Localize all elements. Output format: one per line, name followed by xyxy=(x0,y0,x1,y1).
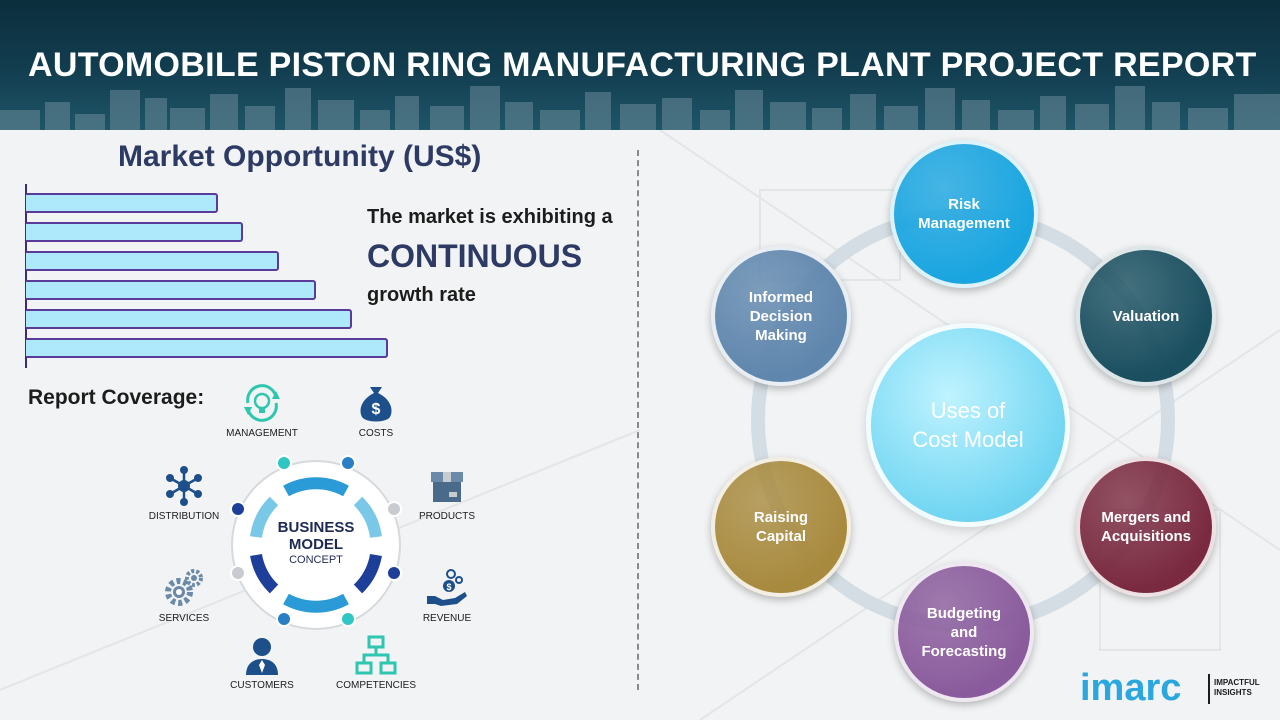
coverage-item-competencies: COMPETENCIES xyxy=(316,633,436,691)
coverage-item-services: SERVICES xyxy=(124,566,244,624)
person-icon xyxy=(246,638,278,675)
network-hub-icon xyxy=(166,466,202,506)
report-coverage-title: Report Coverage: xyxy=(28,386,205,409)
logo-wordmark: imarc xyxy=(1080,667,1182,709)
node-valuation: Valuation xyxy=(1076,246,1216,386)
market-opportunity-title: Market Opportunity (US$) xyxy=(118,140,482,173)
coverage-label: REVENUE xyxy=(422,613,472,624)
growth-text-highlight: CONTINUOUS xyxy=(367,238,583,274)
gears-icon xyxy=(165,569,203,606)
panel-divider xyxy=(637,150,639,690)
business-model-ring: BUSINESS MODEL CONCEPT xyxy=(226,455,406,635)
node-line: Raising xyxy=(753,509,809,526)
header-banner: AUTOMOBILE PISTON RING MANUFACTURING PLA… xyxy=(0,0,1280,130)
market-bar xyxy=(26,309,352,329)
logo-tagline-line-1: IMPACTFUL xyxy=(1214,678,1260,687)
coverage-item-management: MANAGEMENT xyxy=(202,381,322,439)
node-line: Budgeting xyxy=(926,604,1002,622)
market-bar xyxy=(26,338,388,358)
coverage-label: CUSTOMERS xyxy=(230,680,294,691)
org-chart-icon xyxy=(355,635,397,675)
lightbulb-cycle-icon xyxy=(244,384,280,422)
growth-text-line-3: growth rate xyxy=(367,284,476,306)
business-model-line-1: BUSINESS xyxy=(277,519,355,536)
business-model-label: BUSINESS MODEL CONCEPT xyxy=(226,519,406,567)
node-line: Making xyxy=(755,326,807,344)
growth-text-line-1: The market is exhibiting a xyxy=(367,206,613,228)
coverage-item-revenue: $ REVENUE xyxy=(387,566,507,624)
logo-tagline: IMPACTFUL INSIGHTS xyxy=(1214,678,1260,698)
coverage-item-costs: $ COSTS xyxy=(316,381,436,439)
coverage-label: COMPETENCIES xyxy=(335,680,416,691)
market-bar xyxy=(26,193,218,213)
city-skyline-graphic xyxy=(0,86,1280,130)
node-line: Decision xyxy=(749,307,813,325)
coverage-item-distribution: DISTRIBUTION xyxy=(124,464,244,522)
business-model-line-3: CONCEPT xyxy=(289,554,343,566)
node-line: Acquisitions xyxy=(1100,528,1191,545)
node-line: and xyxy=(950,623,978,641)
market-bar xyxy=(26,280,316,300)
coverage-label: PRODUCTS xyxy=(418,511,476,522)
svg-text:$: $ xyxy=(446,582,451,592)
coverage-label: DISTRIBUTION xyxy=(148,511,220,522)
logo-tagline-line-2: INSIGHTS xyxy=(1214,688,1252,697)
business-model-line-2: MODEL xyxy=(288,536,344,553)
market-bar xyxy=(26,251,279,271)
box-icon xyxy=(431,472,463,502)
coverage-item-products: PRODUCTS xyxy=(387,464,507,522)
uses-center-line-1: Uses of xyxy=(930,398,1006,423)
money-bag-icon: $ xyxy=(360,387,392,422)
business-model-ring-graphic xyxy=(230,455,402,630)
bar-axis xyxy=(25,184,27,368)
coverage-label: COSTS xyxy=(358,428,394,439)
svg-text:$: $ xyxy=(372,401,381,418)
node-line: Capital xyxy=(755,528,806,545)
node-line: Mergers and xyxy=(1101,509,1191,526)
node-line: Valuation xyxy=(1112,307,1180,325)
node-line: Risk xyxy=(948,196,980,213)
uses-center-line-2: Cost Model xyxy=(912,427,1024,452)
page-title: AUTOMOBILE PISTON RING MANUFACTURING PLA… xyxy=(28,46,1257,84)
hand-coins-icon: $ xyxy=(427,569,467,606)
logo-separator xyxy=(1208,674,1210,704)
node-line: Management xyxy=(918,215,1010,232)
coverage-label: MANAGEMENT xyxy=(226,428,298,439)
market-bar xyxy=(26,222,243,242)
uses-center-node: Uses of Cost Model xyxy=(866,323,1070,527)
coverage-item-customers: CUSTOMERS xyxy=(202,633,322,691)
node-line: Informed xyxy=(748,288,814,306)
coverage-label: SERVICES xyxy=(158,613,210,624)
imarc-logo: imarc IMPACTFUL INSIGHTS xyxy=(1080,660,1270,710)
node-line: Forecasting xyxy=(921,642,1007,660)
